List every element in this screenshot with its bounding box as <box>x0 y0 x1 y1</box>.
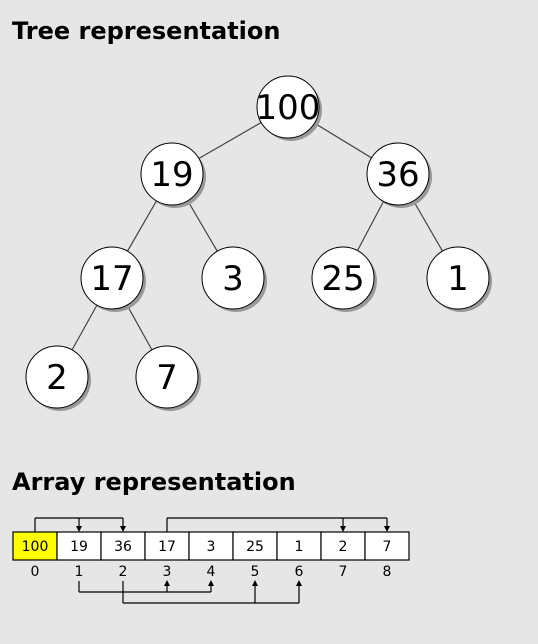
array-cell-value: 3 <box>207 539 216 555</box>
array-index: 3 <box>163 564 172 580</box>
tree-node-circle <box>201 246 265 310</box>
array-cells: 100 19 36 17 3 25 1 2 7 <box>12 531 410 561</box>
tree-node: 36 <box>366 142 432 208</box>
tree-node-label: 17 <box>90 259 133 299</box>
array-links <box>34 517 390 604</box>
array-cell <box>100 531 146 561</box>
array-link-top <box>166 517 390 532</box>
array-cell <box>144 531 190 561</box>
tree-node-label: 100 <box>256 88 321 128</box>
tree-node: 3 <box>201 246 267 312</box>
tree-node-circle <box>25 345 89 409</box>
tree-node: 17 <box>80 246 146 312</box>
array-link-bottom <box>78 580 214 593</box>
tree-node-label: 36 <box>376 155 419 195</box>
array-cell <box>188 531 234 561</box>
link-arrowhead <box>76 526 82 532</box>
array-index: 7 <box>339 564 348 580</box>
array-cell-value: 17 <box>158 539 176 555</box>
array-link-top <box>34 517 126 532</box>
tree-node: 7 <box>135 345 201 411</box>
tree-node-circle <box>80 246 144 310</box>
array-index: 4 <box>207 564 216 580</box>
link-arrowhead <box>296 580 302 586</box>
tree-node-label: 3 <box>222 259 244 299</box>
tree-node-label: 25 <box>321 259 364 299</box>
tree-node-circle <box>311 246 375 310</box>
tree-node-label: 19 <box>150 155 193 195</box>
link-arrowhead <box>164 580 170 586</box>
tree-node-label: 1 <box>447 259 469 299</box>
array-link-bottom <box>122 580 302 604</box>
array-representation-title: Array representation <box>12 468 296 496</box>
tree-node: 19 <box>140 142 206 208</box>
tree-node: 25 <box>311 246 377 312</box>
array-cell-value: 25 <box>246 539 264 555</box>
link-arrowhead <box>384 526 390 532</box>
link-arrowhead <box>120 526 126 532</box>
tree-node-label: 2 <box>46 358 68 398</box>
tree-node: 1 <box>426 246 492 312</box>
array-cell <box>232 531 278 561</box>
array-indices: 0 1 2 3 4 5 6 7 8 <box>31 564 392 580</box>
tree-node-label: 7 <box>156 358 178 398</box>
array-index: 2 <box>119 564 128 580</box>
tree-nodes: 100 19 36 17 3 25 1 2 7 <box>25 75 492 411</box>
array-cell-value: 36 <box>114 539 132 555</box>
link-arrowhead <box>208 580 214 586</box>
link-arrowhead <box>252 580 258 586</box>
array-cell-value: 100 <box>22 539 49 555</box>
array-cell-value: 2 <box>339 539 348 555</box>
tree-representation-title: Tree representation <box>12 17 281 45</box>
array-cell-value: 19 <box>70 539 88 555</box>
array-index: 6 <box>295 564 304 580</box>
tree-node-circle <box>140 142 204 206</box>
tree-node-circle <box>135 345 199 409</box>
array-cell <box>320 531 366 561</box>
tree-node-circle <box>426 246 490 310</box>
array-index: 1 <box>75 564 84 580</box>
array-index: 5 <box>251 564 260 580</box>
array-cell-value: 1 <box>295 539 304 555</box>
tree-node: 100 <box>256 75 322 141</box>
array-index: 0 <box>31 564 40 580</box>
tree-node-circle <box>256 75 320 139</box>
tree-node: 2 <box>25 345 91 411</box>
array-cell <box>364 531 410 561</box>
array-index: 8 <box>383 564 392 580</box>
link-arrowhead <box>340 526 346 532</box>
tree-node-circle <box>366 142 430 206</box>
array-cell-value: 7 <box>383 539 392 555</box>
array-cell <box>56 531 102 561</box>
